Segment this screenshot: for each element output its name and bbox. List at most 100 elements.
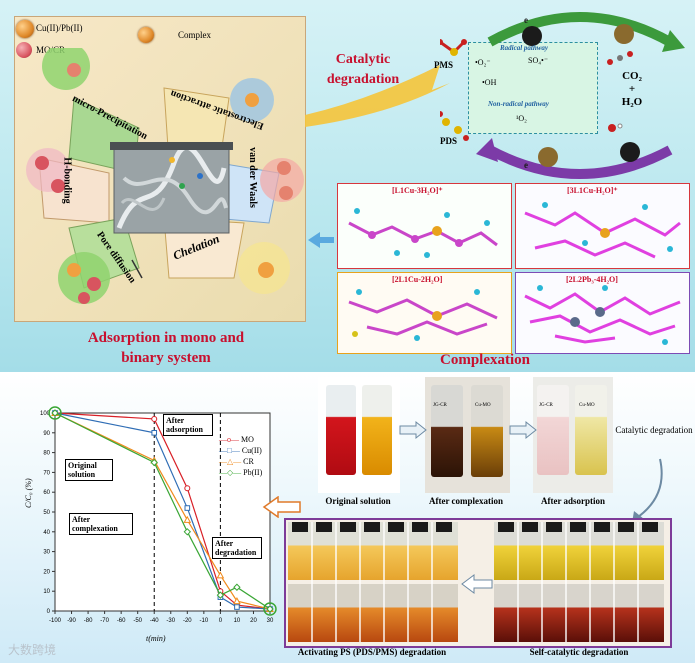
x-tick-label: -70 — [100, 618, 109, 624]
series-line-MO — [54, 412, 271, 610]
product-plus: + — [628, 83, 636, 95]
point-Cu(II) — [234, 604, 240, 610]
label-pms: PMS — [434, 60, 453, 70]
chart-ylabel: C/C₀ (%) — [24, 478, 33, 508]
label-vdw: van der Waals — [246, 147, 258, 208]
x-tick-label: 20 — [250, 618, 257, 624]
caption-activating: Activating PS (PDS/PMS) degradation — [297, 647, 447, 657]
point-CR — [183, 515, 192, 523]
x-tick-label: -20 — [183, 618, 192, 624]
complex-label-2: [3L1Cu-H₂O]⁺ — [567, 186, 618, 195]
legend-entry: —◇— Pb(II) — [219, 468, 263, 477]
bottle-amber — [471, 385, 503, 477]
arrow-right-2-icon — [509, 420, 537, 440]
x-tick-label: 0 — [219, 618, 223, 624]
legend-cr: CR — [243, 457, 254, 466]
point-Pb(II) — [233, 583, 241, 591]
plot-area — [54, 412, 271, 612]
photo-adsorption: JG-CR Cu-MO — [533, 377, 613, 493]
complex-label-4: [2L2Pb₃-4H₂O] — [566, 275, 618, 284]
y-tick-label: 10 — [43, 589, 50, 595]
x-tick-label: 10 — [234, 618, 241, 624]
series-line-Pb(II) — [54, 412, 271, 610]
molecular-structures — [348, 202, 681, 345]
annotation-adsorption: After adsorption — [163, 414, 213, 436]
catalytic-arrow — [305, 65, 450, 127]
y-tick-label: 70 — [43, 470, 50, 476]
arrow-right-1-icon — [399, 420, 427, 440]
x-tick-label: -80 — [84, 618, 93, 624]
y-tick-label: 30 — [43, 550, 50, 556]
catalytic-title: Catalytic degradation — [326, 52, 400, 87]
point-CR — [216, 571, 225, 579]
x-tick-label: -50 — [133, 618, 142, 624]
bottle-label-cr: JG-CR — [433, 403, 447, 408]
y-tick-label: 60 — [43, 490, 50, 496]
y-tick-label: 100 — [40, 411, 51, 417]
adsorption-title: Adsorption in mono and binary system — [87, 330, 245, 366]
bottle-label-cu: Cu-MO — [475, 403, 491, 408]
complex-box-2 — [515, 183, 690, 269]
y-tick-label: 0 — [47, 609, 51, 615]
series-line-CR — [54, 412, 271, 610]
x-tick-label: 30 — [267, 618, 274, 624]
bottle-label-cu-2: Cu-MO — [579, 403, 595, 408]
caption-catalytic: Catalytic degradation — [615, 425, 693, 435]
arrow-left-inner-icon — [461, 574, 493, 594]
arrow-left-icon — [262, 496, 301, 518]
electron-top: e — [524, 15, 528, 25]
complex-label-3: [2L1Cu-2H₂O] — [392, 275, 443, 284]
point-Cu(II) — [184, 505, 191, 511]
x-tick-label: -30 — [166, 618, 175, 624]
annotation-degradation: After degradation — [212, 537, 262, 559]
caption-complexation: After complexation — [428, 496, 504, 506]
point-Pb(II) — [266, 605, 274, 613]
product-co2: CO₂ — [622, 70, 642, 82]
metal-ion-icon — [16, 20, 34, 38]
x-tick-label: -60 — [117, 618, 126, 624]
legend-pb: Pb(II) — [243, 468, 263, 477]
legend-metals: Cu(II)/Pb(II) — [36, 23, 83, 33]
photo-self-bottom — [494, 584, 664, 642]
complexation-title: Complexation — [440, 352, 530, 368]
watermark: 大数跨境 — [8, 643, 57, 657]
y-tick-label: 90 — [43, 431, 50, 437]
annotation-original: Original solution — [65, 459, 113, 481]
y-tick-label: 20 — [43, 569, 50, 575]
species-so4: SO₄•⁻ — [528, 56, 549, 65]
legend-entry: —△— CR — [219, 457, 254, 466]
dye-molecule-icon — [16, 42, 32, 58]
caption-adsorption: After adsorption — [540, 496, 606, 506]
bottle-label-cr-2: JG-CR — [539, 403, 553, 408]
products: CO₂ + H₂O — [612, 70, 652, 109]
bottle-orange — [362, 385, 392, 475]
caption-original: Original solution — [325, 496, 391, 506]
y-tick-label: 80 — [43, 451, 50, 457]
point-CR — [233, 597, 241, 605]
point-Cu(II) — [151, 430, 158, 436]
bottle-dividers — [292, 522, 658, 642]
adsorption-mechanism-diagram — [26, 48, 304, 304]
annotation-complexation: After complexation — [69, 513, 133, 535]
complex-label-1: [L1Cu-3H₂O]⁺ — [392, 186, 443, 195]
arrow-curve-icon — [632, 458, 663, 523]
legend-entry: —□— Cu(II) — [219, 446, 262, 455]
photo-original — [318, 377, 400, 493]
bottle-red — [326, 385, 356, 475]
point-MO — [184, 485, 191, 492]
chart-xlabel: t(min) — [146, 634, 166, 643]
label-nonradical: Non-radical pathway — [488, 100, 549, 108]
species-singlet: ¹O₂ — [516, 114, 527, 123]
point-Pb(II) — [216, 591, 225, 599]
species-o2: •O₂⁻ — [475, 58, 491, 67]
series-line-Cu(II) — [54, 412, 271, 610]
point-Pb(II) — [183, 528, 192, 536]
electron-bottom: e — [524, 160, 528, 170]
back-arrow-icon — [308, 232, 334, 248]
x-tick-label: -40 — [150, 618, 159, 624]
point-Pb(II) — [150, 458, 158, 467]
x-tick-label: -90 — [67, 618, 76, 624]
point-Pb(II) — [51, 409, 59, 417]
complex-icon — [138, 27, 154, 43]
